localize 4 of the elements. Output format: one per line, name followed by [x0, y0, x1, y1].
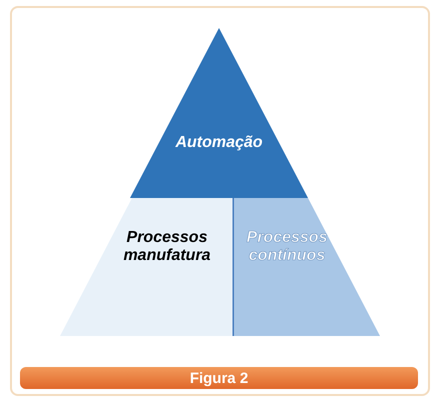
- figure-caption: Figura 2: [20, 367, 418, 389]
- segment-label: Processos manufatura: [122, 228, 212, 266]
- segment-label: Automação: [175, 132, 263, 152]
- segment-label: Processos contínuos: [246, 228, 328, 266]
